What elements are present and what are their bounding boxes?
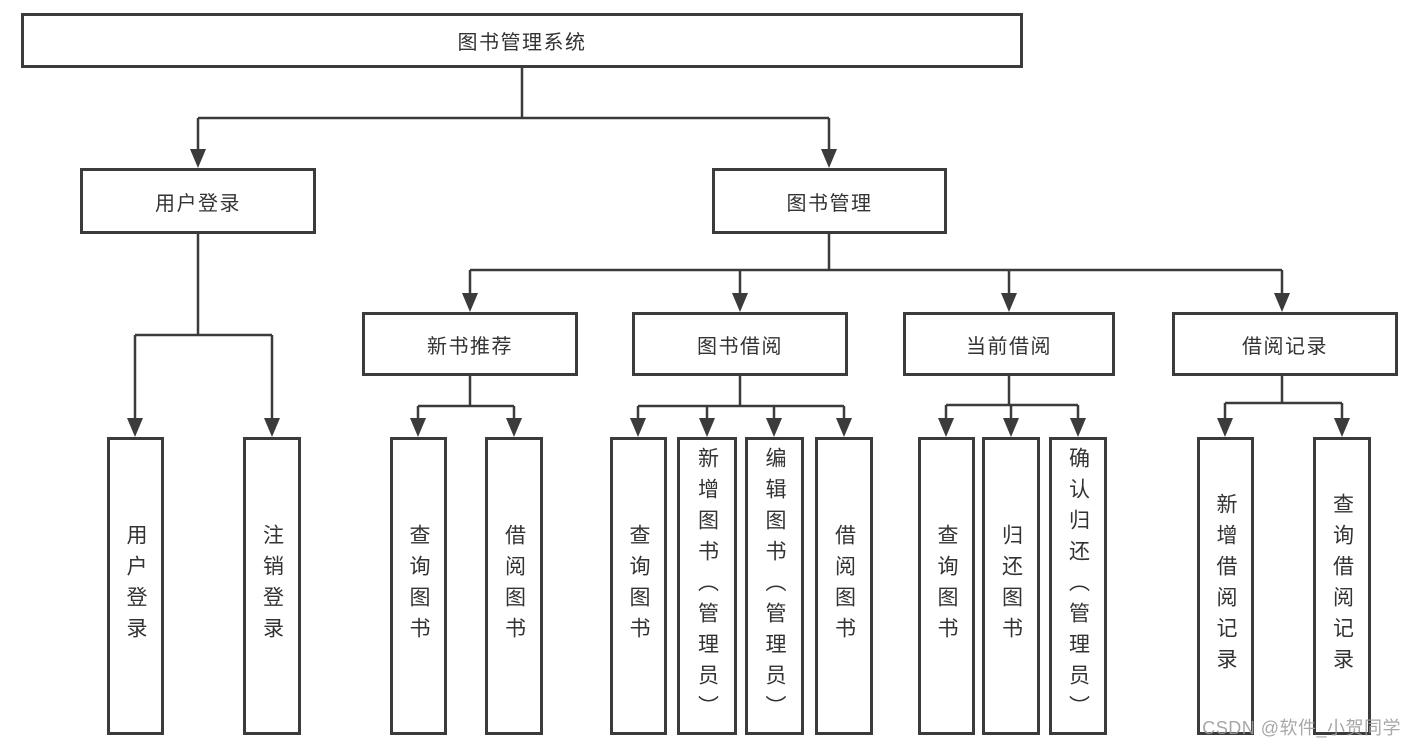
edge-book-mgmt-to-level3: [468, 234, 1284, 294]
edge-current-borrow-to-leaves: [944, 376, 1080, 419]
leaf-logout-label: 注销登录: [260, 524, 284, 648]
leaf-query-record: 查询借阅记录: [1313, 437, 1371, 735]
edge-user-login-to-leaves: [133, 234, 274, 419]
node-root: 图书管理系统: [21, 13, 1023, 68]
arrowheads-borrow-records: [1217, 418, 1350, 437]
node-new-book-rec: 新书推荐: [362, 312, 578, 376]
leaf-query-book-2-label: 查询图书: [627, 524, 650, 648]
arrowheads-root-to-level2: [190, 149, 837, 168]
watermark: CSDN @软件_小贺同学: [1202, 718, 1401, 738]
leaf-return-book: 归还图书: [982, 437, 1040, 735]
arrowheads-user-login: [127, 418, 280, 437]
leaf-edit-book-label: 编辑图书（管理员）: [763, 446, 786, 726]
leaf-confirm-return-label: 确认归还（管理员）: [1066, 446, 1090, 726]
arrowheads-current-borrow: [938, 418, 1086, 437]
leaf-add-book: 新增图书（管理员）: [677, 437, 737, 735]
leaf-confirm-return: 确认归还（管理员）: [1049, 437, 1107, 735]
leaf-query-book-2: 查询图书: [610, 437, 667, 735]
leaf-borrow-book-1: 借阅图书: [485, 437, 543, 735]
edge-root-to-level2: [196, 68, 831, 150]
leaf-borrow-book-2-label: 借阅图书: [832, 524, 856, 648]
leaf-user-login: 用户登录: [107, 437, 164, 735]
leaf-query-book-3: 查询图书: [918, 437, 975, 735]
leaf-user-login-label: 用户登录: [124, 524, 147, 648]
node-borrow-records: 借阅记录: [1172, 312, 1398, 376]
leaf-borrow-book-2: 借阅图书: [815, 437, 873, 735]
leaf-return-book-label: 归还图书: [999, 524, 1023, 648]
leaf-logout: 注销登录: [243, 437, 301, 735]
arrowheads-book-mgmt: [462, 293, 1290, 312]
arrowheads-book-borrow: [630, 418, 852, 437]
leaf-edit-book: 编辑图书（管理员）: [745, 437, 804, 735]
leaf-query-record-label: 查询借阅记录: [1330, 493, 1354, 679]
node-book-borrow: 图书借阅: [632, 312, 848, 376]
leaf-add-record: 新增借阅记录: [1197, 437, 1254, 735]
node-book-mgmt: 图书管理: [712, 168, 947, 234]
edge-borrow-records-to-leaves: [1223, 376, 1344, 419]
edge-new-book-rec-to-leaves: [416, 376, 516, 419]
leaf-add-book-label: 新增图书（管理员）: [695, 446, 719, 726]
leaf-borrow-book-1-label: 借阅图书: [502, 524, 526, 648]
leaf-query-book-1-label: 查询图书: [407, 524, 430, 648]
leaf-add-record-label: 新增借阅记录: [1214, 493, 1237, 679]
node-user-login: 用户登录: [80, 168, 316, 234]
leaf-query-book-1: 查询图书: [390, 437, 447, 735]
edge-book-borrow-to-leaves: [636, 376, 846, 419]
node-current-borrow: 当前借阅: [903, 312, 1115, 376]
leaf-query-book-3-label: 查询图书: [935, 524, 958, 648]
arrowheads-new-book-rec: [410, 418, 522, 437]
